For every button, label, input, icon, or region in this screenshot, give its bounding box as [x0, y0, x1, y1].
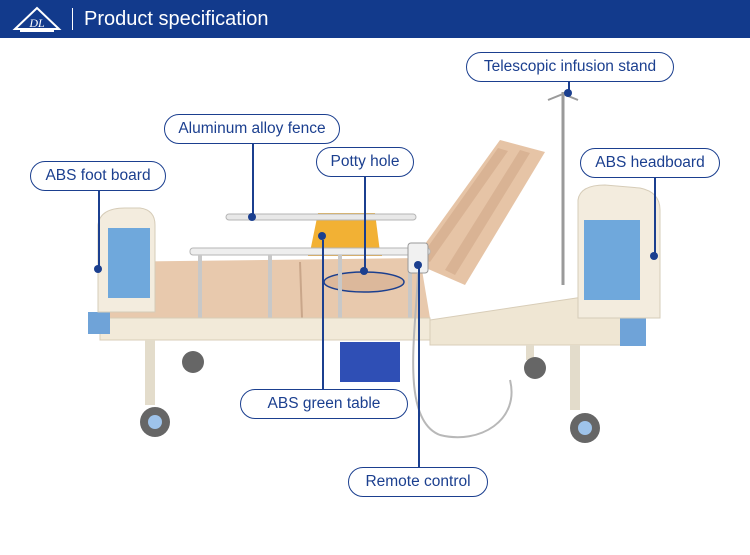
page-title: Product specification — [84, 8, 269, 30]
callout-telescopic-infusion-stand: Telescopic infusion stand — [466, 52, 674, 82]
dl-brand-logo-icon: DL — [12, 6, 62, 32]
dot-remote-control — [414, 261, 422, 269]
dot-potty-hole — [360, 267, 368, 275]
callout-abs-headboard: ABS headboard — [580, 148, 720, 178]
hospital-bed-photo — [88, 92, 661, 443]
callout-abs-foot-board: ABS foot board — [30, 161, 166, 191]
leader-line-remote-control — [418, 267, 420, 467]
callout-potty-hole: Potty hole — [316, 147, 414, 177]
leader-line-infusion-stand — [568, 80, 570, 92]
dot-headboard — [650, 252, 658, 260]
leader-line-foot-board — [98, 189, 100, 269]
callout-aluminum-alloy-fence: Aluminum alloy fence — [164, 114, 340, 144]
callout-remote-control: Remote control — [348, 467, 488, 497]
svg-text:DL: DL — [28, 16, 45, 30]
dot-green-table — [318, 232, 326, 240]
header-bar: DL Product specification — [0, 0, 750, 38]
leader-line-green-table — [322, 240, 324, 389]
leader-line-potty-hole — [364, 175, 366, 270]
leader-line-fence — [252, 140, 254, 216]
leader-line-headboard — [654, 176, 656, 256]
header-divider — [72, 8, 73, 30]
dot-foot-board — [94, 265, 102, 273]
callout-abs-green-table: ABS green table — [240, 389, 408, 419]
dot-fence — [248, 213, 256, 221]
dot-infusion-stand — [564, 89, 572, 97]
